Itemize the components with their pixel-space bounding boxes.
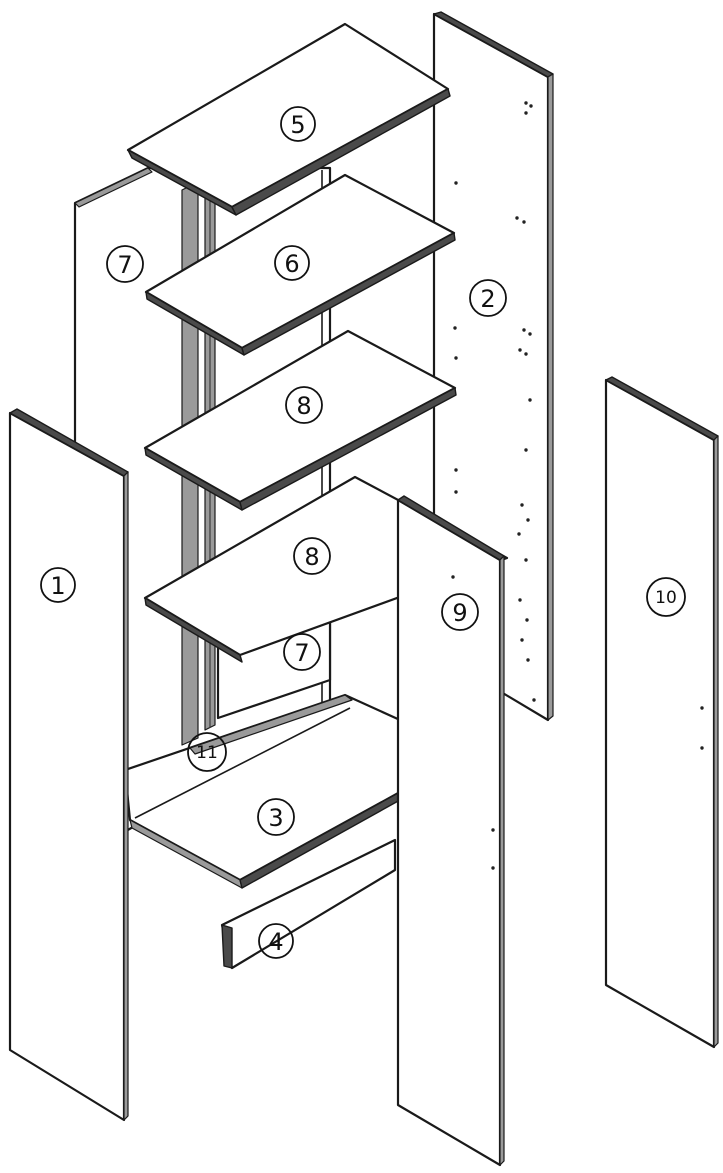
callout-7-lower: 7 (283, 633, 321, 671)
svg-text:5: 5 (290, 111, 305, 139)
kickboard-4 (220, 838, 397, 970)
svg-text:9: 9 (452, 599, 467, 627)
svg-text:11: 11 (196, 743, 218, 763)
svg-text:2: 2 (480, 285, 495, 313)
svg-text:1: 1 (50, 572, 65, 600)
svg-text:7: 7 (117, 251, 132, 279)
callout-11: 11 (187, 732, 227, 772)
callout-10: 10 (646, 577, 686, 617)
svg-text:10: 10 (655, 588, 677, 608)
panel-9-side (396, 495, 505, 1167)
callout-6: 6 (274, 245, 310, 281)
svg-text:4: 4 (268, 928, 283, 956)
callout-8-upper: 8 (285, 386, 323, 424)
shelf-5-top (126, 22, 451, 216)
svg-text:3: 3 (268, 804, 283, 832)
panel-2-holes (453, 101, 536, 702)
shelf-8-upper (143, 329, 457, 511)
callout-3: 3 (257, 798, 295, 836)
svg-text:8: 8 (296, 392, 311, 420)
panel-10-door (604, 376, 719, 1049)
svg-text:7: 7 (294, 639, 309, 667)
callout-7-upper: 7 (106, 245, 144, 283)
shelf-3-bottom (123, 693, 402, 889)
callout-2: 2 (469, 279, 507, 317)
callout-8-lower: 8 (293, 537, 331, 575)
callout-9: 9 (441, 593, 479, 631)
callout-1: 1 (40, 567, 76, 603)
callout-5: 5 (280, 106, 316, 142)
callout-4: 4 (258, 923, 294, 959)
svg-text:6: 6 (284, 250, 299, 278)
panel-1-side (8, 408, 129, 1122)
svg-text:8: 8 (304, 543, 319, 571)
shelf-6 (144, 173, 456, 356)
